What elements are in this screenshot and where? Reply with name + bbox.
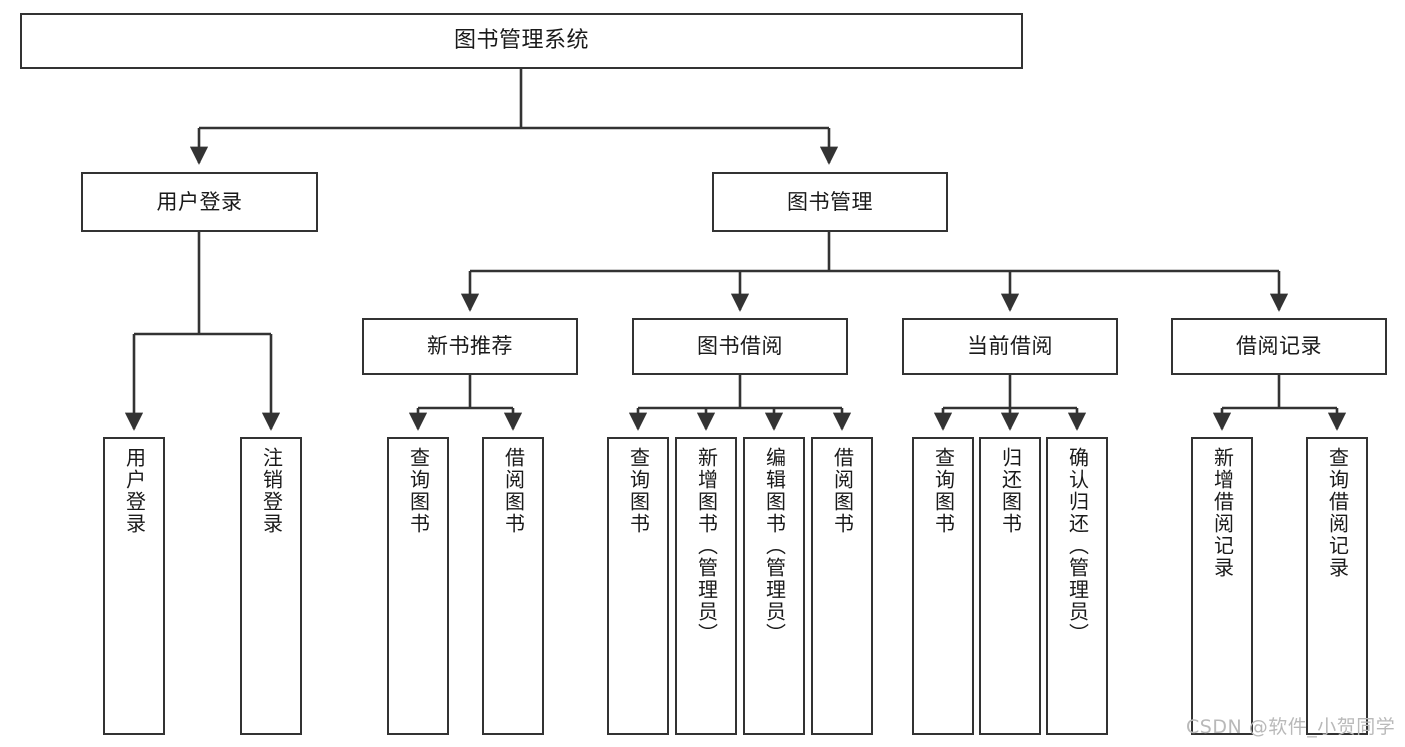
node-user-login[interactable]: 用户登录 (81, 172, 318, 232)
leaf-query-book-recommend[interactable]: 查询图书 (387, 437, 449, 735)
node-label: 归还图书 (998, 447, 1023, 535)
leaf-add-book-admin[interactable]: 新增图书（管理员） (675, 437, 737, 735)
node-current-borrow[interactable]: 当前借阅 (902, 318, 1118, 375)
leaf-user-login[interactable]: 用户登录 (103, 437, 165, 735)
node-label: 注销登录 (259, 447, 284, 535)
leaf-return-book[interactable]: 归还图书 (979, 437, 1041, 735)
node-label: 用户登录 (156, 189, 243, 214)
leaf-user-logout[interactable]: 注销登录 (240, 437, 302, 735)
node-label: 图书管理系统 (453, 28, 589, 54)
leaf-confirm-return-admin[interactable]: 确认归还（管理员） (1046, 437, 1108, 735)
node-new-book-recommend[interactable]: 新书推荐 (362, 318, 578, 375)
node-label: 借阅图书 (830, 447, 855, 535)
node-label: 当前借阅 (967, 334, 1053, 359)
node-label: 查询图书 (626, 447, 651, 535)
leaf-query-book-borrow[interactable]: 查询图书 (607, 437, 669, 735)
node-borrow-record[interactable]: 借阅记录 (1171, 318, 1387, 375)
node-book-management[interactable]: 图书管理 (712, 172, 948, 232)
node-label: 借阅记录 (1236, 334, 1322, 359)
node-label: 新增图书（管理员） (694, 447, 719, 645)
node-root-system[interactable]: 图书管理系统 (20, 13, 1023, 69)
node-label: 查询图书 (931, 447, 956, 535)
node-label: 查询图书 (406, 447, 431, 535)
leaf-query-borrow-record[interactable]: 查询借阅记录 (1306, 437, 1368, 735)
node-label: 编辑图书（管理员） (762, 447, 787, 645)
leaf-borrow-book-recommend[interactable]: 借阅图书 (482, 437, 544, 735)
leaf-query-book-current[interactable]: 查询图书 (912, 437, 974, 735)
node-label: 新书推荐 (427, 334, 513, 359)
leaf-add-borrow-record[interactable]: 新增借阅记录 (1191, 437, 1253, 735)
node-label: 新增借阅记录 (1210, 447, 1235, 579)
node-label: 图书管理 (787, 189, 873, 214)
node-book-borrow[interactable]: 图书借阅 (632, 318, 848, 375)
watermark: CSDN @软件_小贺同学 (1186, 716, 1396, 738)
node-label: 查询借阅记录 (1325, 447, 1350, 579)
node-label: 确认归还（管理员） (1065, 447, 1090, 645)
leaf-edit-book-admin[interactable]: 编辑图书（管理员） (743, 437, 805, 735)
node-label: 借阅图书 (501, 447, 526, 535)
node-label: 图书借阅 (697, 334, 783, 359)
node-label: 用户登录 (122, 447, 147, 535)
leaf-borrow-book[interactable]: 借阅图书 (811, 437, 873, 735)
